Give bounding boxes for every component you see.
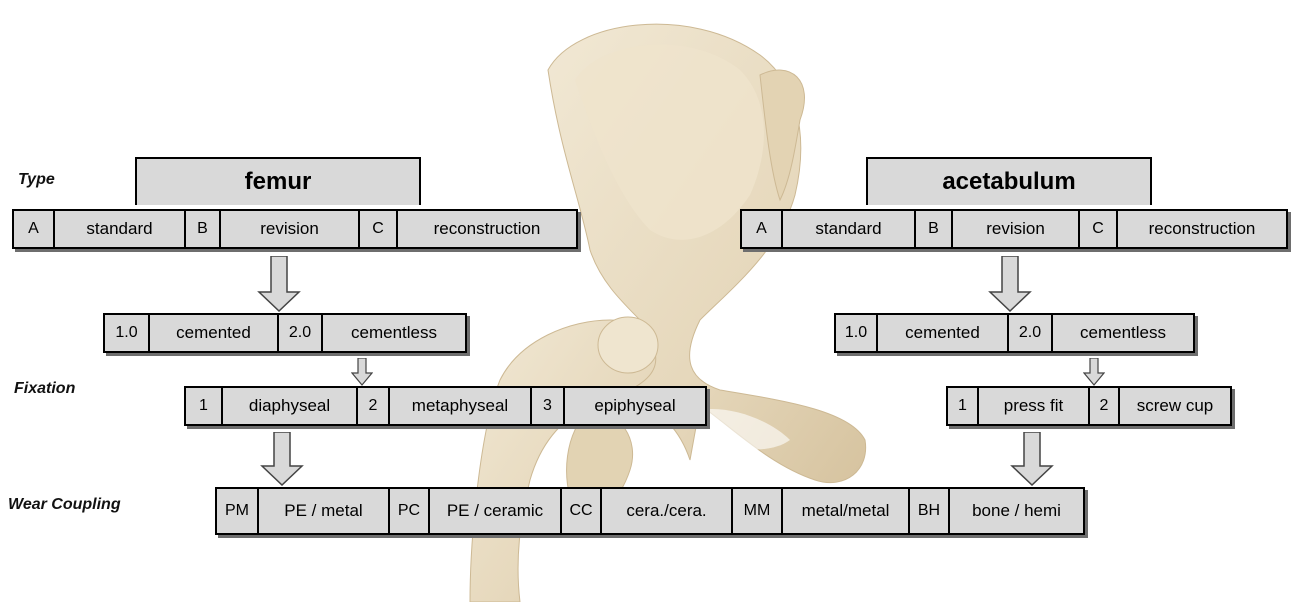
femur-type-standard: standard: [55, 209, 186, 249]
acetabulum-type-code-a: A: [740, 209, 783, 249]
acetabulum-type-reconstruction: reconstruction: [1118, 209, 1288, 249]
femur-code-1-0: 1.0: [103, 313, 150, 353]
acetabulum-cementless: cementless: [1053, 313, 1195, 353]
acetabulum-fixation-row: 1.0 cemented 2.0 cementless: [834, 313, 1195, 353]
femur-cementless: cementless: [323, 313, 467, 353]
femur-epiphyseal: epiphyseal: [565, 386, 707, 426]
femur-type-reconstruction: reconstruction: [398, 209, 578, 249]
wear-code-pc: PC: [390, 487, 430, 535]
wear-code-mm: MM: [733, 487, 783, 535]
wear-pe-ceramic: PE / ceramic: [430, 487, 562, 535]
acetabulum-cementless-row: 1 press fit 2 screw cup: [946, 386, 1232, 426]
femur-fixation-row: 1.0 cemented 2.0 cementless: [103, 313, 467, 353]
femur-code-3: 3: [532, 386, 565, 426]
acetabulum-code-1-0: 1.0: [834, 313, 878, 353]
acetabulum-cemented: cemented: [878, 313, 1009, 353]
wear-code-pm: PM: [215, 487, 259, 535]
femur-cementless-arrow-icon: [351, 358, 373, 386]
type-label: Type: [18, 171, 55, 189]
fixation-label: Fixation: [14, 380, 75, 398]
femur-code-2: 2: [358, 386, 390, 426]
femur-cemented: cemented: [150, 313, 279, 353]
femur-wear-arrow-icon: [260, 432, 304, 486]
wear-coupling-label: Wear Coupling: [8, 496, 121, 514]
acetabulum-type-row: A standard B revision C reconstruction: [740, 209, 1288, 249]
femur-type-code-c: C: [360, 209, 398, 249]
femur-diaphyseal: diaphyseal: [223, 386, 358, 426]
wear-code-cc: CC: [562, 487, 602, 535]
femur-arrow-down-icon: [257, 256, 301, 312]
wear-metal-metal: metal/metal: [783, 487, 910, 535]
acetabulum-code-2: 2: [1090, 386, 1120, 426]
acetabulum-title: acetabulum: [866, 157, 1152, 205]
wear-code-bh: BH: [910, 487, 950, 535]
femur-type-revision: revision: [221, 209, 360, 249]
acetabulum-screw-cup: screw cup: [1120, 386, 1232, 426]
acetabulum-cementless-arrow-icon: [1083, 358, 1105, 386]
wear-coupling-row: PM PE / metal PC PE / ceramic CC cera./c…: [215, 487, 1085, 535]
acetabulum-press-fit: press fit: [979, 386, 1090, 426]
femur-code-2-0: 2.0: [279, 313, 323, 353]
femur-code-1: 1: [184, 386, 223, 426]
femur-metaphyseal: metaphyseal: [390, 386, 532, 426]
wear-pe-metal: PE / metal: [259, 487, 390, 535]
acetabulum-type-standard: standard: [783, 209, 916, 249]
femur-title: femur: [135, 157, 421, 205]
femur-type-code-a: A: [12, 209, 55, 249]
acetabulum-wear-arrow-icon: [1010, 432, 1054, 486]
acetabulum-code-2-0: 2.0: [1009, 313, 1053, 353]
acetabulum-type-code-c: C: [1080, 209, 1118, 249]
femur-type-row: A standard B revision C reconstruction: [12, 209, 578, 249]
wear-cera-cera: cera./cera.: [602, 487, 733, 535]
acetabulum-code-1: 1: [946, 386, 979, 426]
acetabulum-type-code-b: B: [916, 209, 953, 249]
wear-bone-hemi: bone / hemi: [950, 487, 1085, 535]
acetabulum-arrow-down-icon: [988, 256, 1032, 312]
femur-cementless-row: 1 diaphyseal 2 metaphyseal 3 epiphyseal: [184, 386, 707, 426]
acetabulum-type-revision: revision: [953, 209, 1080, 249]
femur-type-code-b: B: [186, 209, 221, 249]
